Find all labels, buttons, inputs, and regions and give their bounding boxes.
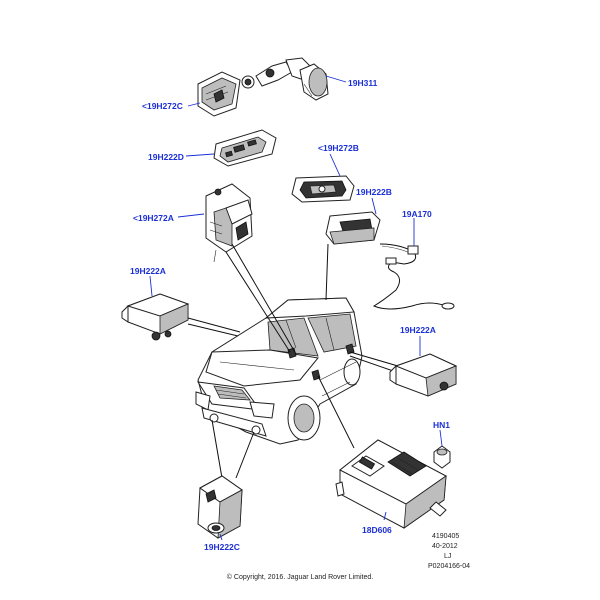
key-fob	[213, 129, 277, 167]
callout-19h222c-bottom[interactable]: 19H222C	[204, 542, 240, 552]
callout-19h222a-right[interactable]: 19H222A	[400, 325, 436, 335]
mirror-mount-bracket	[241, 57, 329, 101]
callout-19h222a-left[interactable]: 19H222A	[130, 266, 166, 276]
camera-module-top	[197, 71, 241, 117]
meta-code-2: 40-2012	[432, 543, 458, 550]
callout-19a170[interactable]: 19A170	[402, 209, 432, 219]
vehicle-body	[195, 297, 363, 445]
callout-19h272c-top[interactable]: <19H272C	[142, 101, 183, 111]
meta-code-1: 4190405	[432, 533, 460, 540]
callout-19h311[interactable]: 19H311	[348, 78, 378, 88]
callout-18d606[interactable]: 18D606	[362, 525, 392, 535]
camera-module-a	[205, 183, 253, 263]
meta-code-4: P0204166-04	[428, 563, 471, 570]
copyright-notice: © Copyright, 2016. Jaguar Land Rover Lim…	[226, 574, 374, 581]
callout-19h222d[interactable]: 19H222D	[148, 152, 184, 162]
wiring-harness	[372, 243, 455, 310]
callout-19h272a[interactable]: <19H272A	[133, 213, 174, 223]
camera-housing-b	[291, 175, 355, 203]
callout-19h222b[interactable]: 19H222B	[356, 187, 392, 197]
control-module	[335, 439, 447, 529]
callout-19h272b[interactable]: <19H272B	[318, 143, 359, 153]
camera-module-bottom	[197, 475, 243, 539]
camera-housing-222b	[325, 211, 381, 245]
meta-code-3: LJ	[444, 553, 452, 560]
callout-hn1[interactable]: HN1	[433, 420, 451, 430]
sensor-unit-right	[389, 353, 458, 397]
sensor-unit-left	[121, 293, 190, 341]
hex-nut	[433, 445, 451, 469]
leader-lines	[187, 243, 399, 479]
